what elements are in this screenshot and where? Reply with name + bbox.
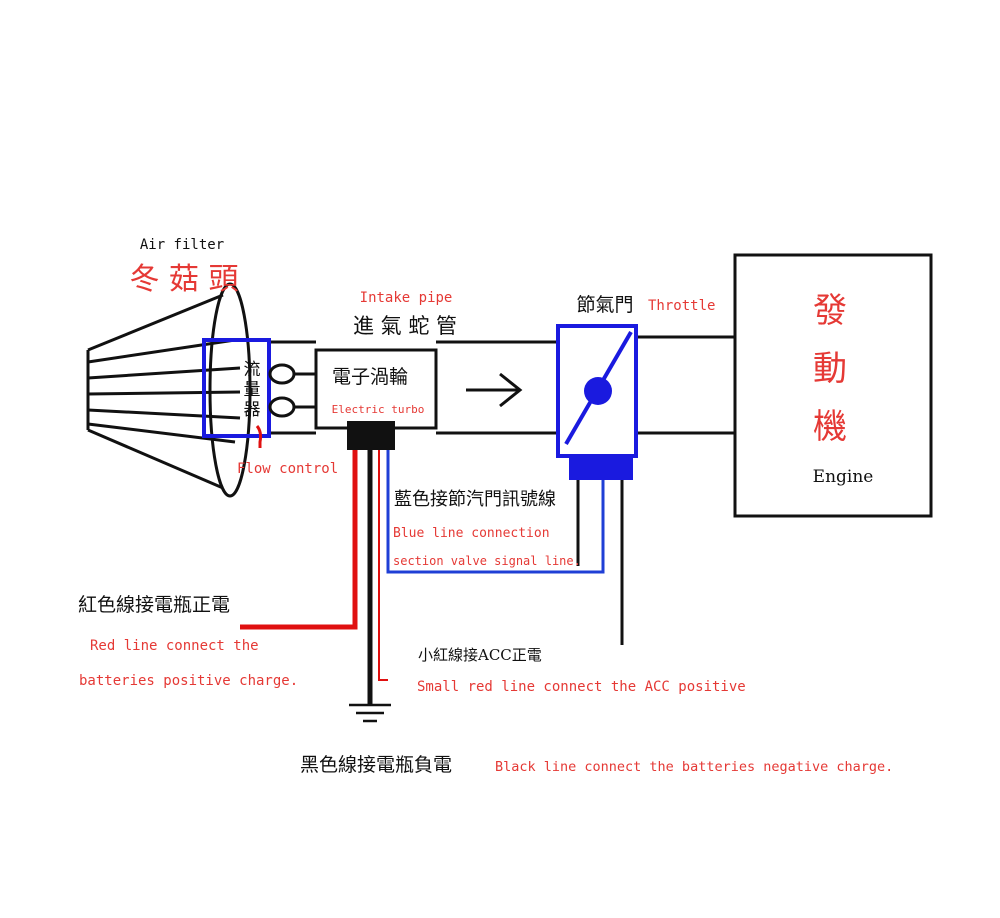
- electric-turbo-box: [314, 348, 438, 430]
- blue-line-label-zh: 藍色接節汽門訊號線: [394, 489, 556, 510]
- air-filter-label-en: Air filter: [140, 237, 224, 253]
- turbo-label-zh: 電子渦輪: [332, 366, 408, 388]
- intake-pipe-label-en: Intake pipe: [360, 290, 453, 306]
- red-line-label-zh: 紅色線接電瓶正電: [78, 594, 230, 616]
- throttle-sensor-block: [569, 456, 633, 480]
- air-filter-rib: [87, 390, 241, 396]
- air-filter-rib: [87, 422, 236, 444]
- flow-control-wire: [255, 425, 263, 448]
- acc-line-label-en: Small red line connect the ACC positive: [417, 679, 746, 695]
- engine-label-zh-3: 機: [813, 407, 847, 447]
- throttle-label-en: Throttle: [648, 298, 715, 314]
- connector-loop-bottom: [268, 396, 296, 418]
- flow-meter-label-2: 量: [244, 380, 261, 400]
- blue-line-label-en-1: Blue line connection: [393, 526, 550, 541]
- acc-line-label-zh: 小紅線接ACC正電: [418, 646, 542, 664]
- wire-connector-block: [347, 421, 395, 450]
- black-line-label-zh: 黑色線接電瓶負電: [300, 754, 452, 776]
- throttle-valve-pivot: [584, 377, 612, 405]
- air-filter-rib: [87, 338, 236, 364]
- engine-label-zh-2: 動: [813, 349, 847, 389]
- intake-pipe: [270, 335, 735, 435]
- turbo-label-en: Electric turbo: [332, 403, 425, 416]
- air-filter-rib: [87, 408, 241, 420]
- throttle-signal-wire: [386, 450, 605, 574]
- ground-icon: [349, 703, 391, 723]
- acc-positive-wire: [378, 450, 388, 681]
- flow-meter-label-3: 器: [244, 400, 261, 420]
- air-filter: [86, 282, 252, 498]
- flow-arrow-icon: [466, 372, 523, 408]
- engine-label-zh-1: 發: [813, 291, 847, 331]
- flow-control-label: Flow control: [237, 461, 338, 477]
- battery-positive-wire: [240, 450, 358, 630]
- red-line-label-en-1: Red line connect the: [90, 638, 259, 654]
- air-filter-edge-top: [87, 293, 224, 352]
- connector-loop-top: [268, 363, 296, 385]
- air-filter-rim: [208, 282, 252, 498]
- engine-box: [733, 253, 933, 518]
- air-filter-rib: [87, 366, 241, 380]
- air-filter-edge-bottom: [87, 428, 224, 490]
- red-line-label-en-2: batteries positive charge.: [79, 673, 298, 689]
- connector-loops: [268, 363, 318, 418]
- black-line-label-en: Black line connect the batteries negativ…: [495, 759, 893, 775]
- flow-meter-box: [202, 338, 271, 438]
- flow-meter-label-1: 流: [244, 360, 261, 380]
- engine-label-en: Engine: [813, 467, 874, 487]
- blue-line-label-en-2: section valve signal line.: [393, 554, 581, 568]
- throttle-label-zh: 節氣門: [576, 294, 633, 316]
- air-filter-label-zh: 冬 菇 頭: [129, 262, 238, 297]
- intake-pipe-label-zh: 進 氣 蛇 管: [353, 314, 457, 338]
